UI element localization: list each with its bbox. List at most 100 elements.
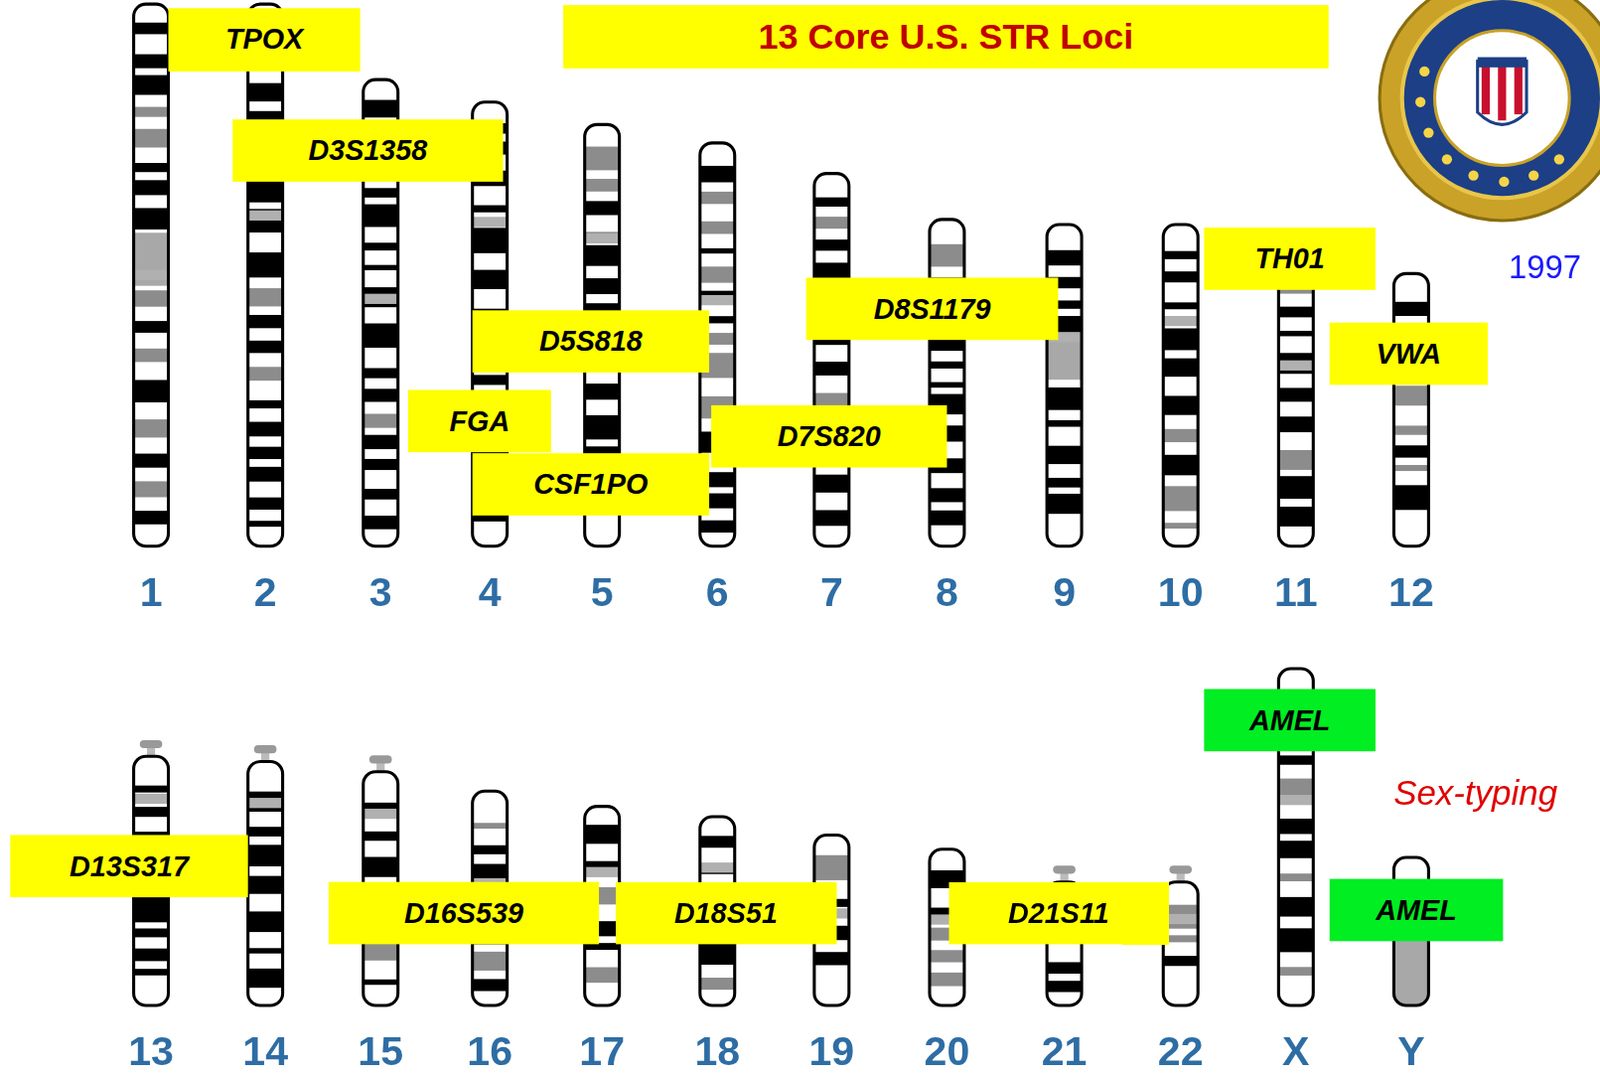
chromosome-number: 15 [357,1027,404,1074]
centromere [134,270,169,281]
chromosome-band [584,824,620,844]
chromosome-number: 13 [128,1027,174,1074]
chromosome-band [248,910,284,932]
chromosome-band [1278,872,1313,881]
chromosome-band [814,239,850,251]
locus-box: D13S317 [9,834,248,897]
locus-box: AMEL [1203,689,1376,752]
chromosome-number: 14 [242,1027,289,1074]
chromosome-band [1163,395,1198,415]
locus-box: D16S539 [328,881,599,945]
chromosome-band [1163,251,1198,260]
chromosome-satellite [1052,865,1076,873]
chromosome-band [1046,493,1082,514]
chromosome-band [248,826,284,837]
chromosome-band [1163,271,1198,283]
chromosome-band [134,785,169,793]
chromosome-band [472,822,508,829]
chromosome-band [1163,522,1198,529]
chromosome-number: 22 [1158,1027,1204,1074]
chromosome-number: 20 [924,1027,971,1074]
chromosome-band [1163,904,1198,929]
chromosome-band [814,855,850,880]
chromosome-band [1278,449,1313,470]
chromosome-number: 9 [1052,569,1076,615]
chromosome-band [134,379,169,403]
chromosome-band [134,419,169,437]
chromosome-band [700,941,735,965]
chromosome-band [700,835,735,848]
chromosome-band [1163,301,1198,309]
chromosome-band [929,972,965,987]
chromosome-band [1393,301,1429,316]
chromosome-band [700,520,735,533]
heterochromatin [1046,336,1082,380]
chromosome-outline [248,760,284,1006]
chromosome-number: 7 [820,569,844,615]
chromosome-band [1278,475,1313,499]
chromosome-outline [1393,273,1429,546]
chromosome-number: 16 [466,1027,513,1074]
chromosome-outline [1046,224,1082,547]
chromosome-band [472,227,508,254]
chromosome [1393,273,1429,546]
chromosome [248,3,284,547]
chromosome-band [1046,420,1082,428]
chromosome-band [248,288,284,306]
chromosome-band [929,949,965,962]
chromosome-band [1278,840,1313,859]
locus-box: TPOX [168,7,361,72]
chromosome-band [814,951,850,965]
chromosome-number: Y [1397,1027,1425,1074]
locus-box: D18S51 [615,881,838,945]
chromosome-satellite [140,739,163,748]
chromosome-band [363,413,399,428]
chromosome [363,754,399,1006]
chromosome-band [363,242,399,251]
chromosome-band [1393,425,1429,435]
centromere [700,862,735,873]
chromosome-band [700,191,735,204]
chromosome-band [814,216,850,229]
chromosome-band [248,366,284,381]
chromosome-number: 6 [706,569,729,615]
chromosome-band [1393,385,1429,406]
chromosome-number: 10 [1158,569,1204,615]
locus-box: D21S11 [949,881,1169,945]
chromosome-body [248,760,284,1006]
locus-name: D3S1358 [307,134,428,167]
chromosome [929,219,965,547]
chromosome-band [1046,445,1082,464]
chromosome-band [134,290,169,306]
locus-name: VWA [1376,337,1443,371]
chromosome-band [134,453,169,468]
locus-name: D21S11 [1008,896,1110,930]
locus-name: D13S317 [69,849,189,882]
chromosome-band [700,248,735,254]
chromosome-band [1163,429,1198,442]
chromosome-bands [248,791,284,989]
chromosome-outline [1163,224,1198,547]
chromosome-band [363,488,399,500]
chromosome-number: X [1282,1027,1310,1074]
chromosome-band [1278,754,1313,764]
chromosome-band [134,320,169,333]
chromosome-band [1046,980,1082,992]
centromere [363,293,399,304]
chromosome-bands [248,23,284,528]
chromosome-band [134,22,169,35]
chromosome-outline [1278,245,1313,547]
chromosome [1163,224,1198,547]
heterochromatin [134,232,169,286]
chromosome-band [1393,484,1429,510]
chromosome-body [1046,224,1082,547]
locus-box: D8S1179 [806,277,1059,340]
chromosome-band [1278,352,1313,374]
centromere [700,294,735,305]
centromere [1278,360,1313,371]
chromosome-band [248,252,284,278]
chromosome-band [248,466,284,482]
chromosome-outline [134,3,169,547]
chromosome-satellite [254,744,278,753]
